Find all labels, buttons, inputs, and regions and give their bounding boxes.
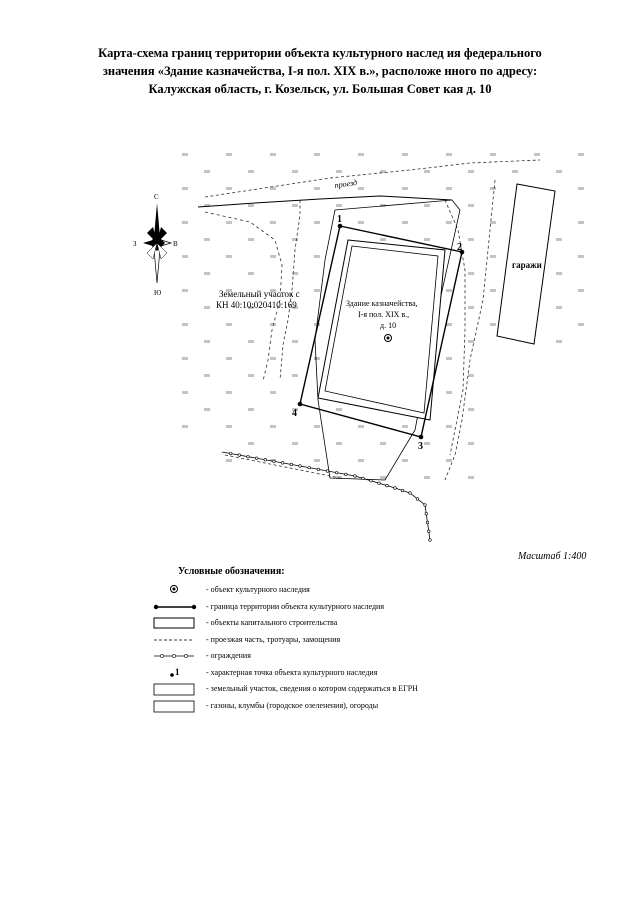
legend-point-label: 1 xyxy=(175,667,180,677)
scale-label: Масштаб 1:400 xyxy=(518,551,587,562)
fence-post xyxy=(281,461,285,465)
road-label: проезд xyxy=(334,178,358,190)
building-label-3: д. 10 xyxy=(380,321,396,330)
fence-post xyxy=(369,479,373,483)
heritage-object-icon xyxy=(170,585,178,593)
parcel-label-2: КН 40:10:020410:169 xyxy=(216,300,297,310)
fence-post xyxy=(361,476,365,481)
legend-row-capital-building: - объекты капитального строительства xyxy=(150,616,450,633)
parcel-label-1: Земельный участок с xyxy=(219,289,300,299)
boundary-point-2 xyxy=(459,249,465,255)
building-label-2: I-я пол. XIX в., xyxy=(358,310,409,319)
heritage-building-outer xyxy=(317,239,446,421)
fence-post xyxy=(255,456,259,460)
map-title: Карта-схема границ территории объекта ку… xyxy=(20,44,620,98)
point-label-3: 3 xyxy=(418,441,423,452)
fence-post xyxy=(400,488,405,493)
fence-post xyxy=(353,474,357,478)
lawn-hatching xyxy=(182,153,584,479)
title-line-2: значения «Здание казначейства, I-я пол. … xyxy=(102,64,538,78)
legend-row-heritage-boundary: - граница территории объекта культурного… xyxy=(150,600,450,617)
boundary-line-icon xyxy=(153,604,197,609)
legend: Условные обозначения: - объект культурно… xyxy=(150,566,450,715)
legend-text: - объекты капитального строительства xyxy=(206,618,338,627)
legend-text: - земельный участок, сведения о котором … xyxy=(206,684,418,693)
compass-west: З xyxy=(133,240,137,248)
compass-east: В xyxy=(173,240,178,248)
legend-row-characteristic-point: 1 - характерная точка объекта культурног… xyxy=(150,666,450,683)
legend-text: - ограждения xyxy=(206,651,251,660)
fence-post xyxy=(289,462,293,467)
fence-post xyxy=(428,538,432,542)
fence-post xyxy=(408,491,412,495)
fence-post xyxy=(237,453,241,457)
fence-post xyxy=(423,503,427,507)
legend-text: - граница территории объекта культурного… xyxy=(206,601,385,611)
point-label-1: 1 xyxy=(337,214,342,225)
fence-post xyxy=(325,469,330,473)
fence-post xyxy=(316,467,320,471)
fence-line xyxy=(221,451,432,542)
lawn-icon xyxy=(153,700,195,712)
compass-rose-icon: С Ю З В xyxy=(133,193,178,297)
building-icon xyxy=(153,617,195,629)
fence-post xyxy=(385,484,389,488)
point-label-2: 2 xyxy=(457,242,462,253)
title-line-1: Карта-схема границ территории объекта ку… xyxy=(98,46,542,60)
building-label-1: Здание казначейства, xyxy=(346,299,418,308)
heritage-object-marker xyxy=(384,334,392,342)
legend-row-land-parcel: - земельный участок, сведения о котором … xyxy=(150,682,450,699)
boundary-point-1 xyxy=(337,223,343,229)
fence-post xyxy=(344,472,348,476)
point-label-4: 4 xyxy=(292,408,297,419)
legend-row-roadway: - проезжая часть, тротуары, замощения xyxy=(150,633,450,650)
characteristic-point-icon: 1 xyxy=(170,667,180,677)
roadway-line-icon xyxy=(154,639,194,640)
fence-post xyxy=(307,466,311,470)
legend-text: - проезжая часть, тротуары, замощения xyxy=(206,634,341,644)
fence-post xyxy=(427,529,431,533)
fence-post xyxy=(229,451,233,456)
fence-post xyxy=(246,455,250,459)
fence-post xyxy=(425,520,430,525)
road-edge xyxy=(197,195,453,208)
fence-post xyxy=(424,512,428,516)
garages-label: гаражи xyxy=(512,260,542,270)
fence-line-icon xyxy=(154,654,194,658)
compass-south: Ю xyxy=(154,289,161,297)
legend-text: - характерная точка объекта культурного … xyxy=(206,667,378,677)
legend-row-fence: - ограждения xyxy=(150,649,450,666)
fence-post xyxy=(415,497,420,501)
fence-post xyxy=(272,459,276,463)
legend-text: - объект культурного наследия xyxy=(206,585,310,594)
legend-row-heritage-object: - объект культурного наследия xyxy=(150,583,450,600)
fence-post xyxy=(335,471,339,475)
boundary-point-3 xyxy=(418,434,424,440)
legend-text: - газоны, клумбы (городское озеленения),… xyxy=(206,700,379,710)
title-line-3: Калужская область, г. Козельск, ул. Боль… xyxy=(148,82,492,96)
fence-post xyxy=(298,464,302,468)
boundary-point-4 xyxy=(297,401,303,407)
fence-post xyxy=(263,458,267,462)
legend-title: Условные обозначения: xyxy=(178,566,285,577)
heritage-building-inner xyxy=(324,245,439,414)
fence-post xyxy=(377,481,381,485)
fence-post xyxy=(393,486,397,490)
roadway-lines xyxy=(204,159,541,481)
land-parcel-icon xyxy=(153,683,195,696)
land-parcel-outline xyxy=(314,199,461,481)
legend-row-lawn: - газоны, клумбы (городское озеленения),… xyxy=(150,699,450,716)
compass-north: С xyxy=(154,193,159,201)
garages-building xyxy=(496,183,556,345)
